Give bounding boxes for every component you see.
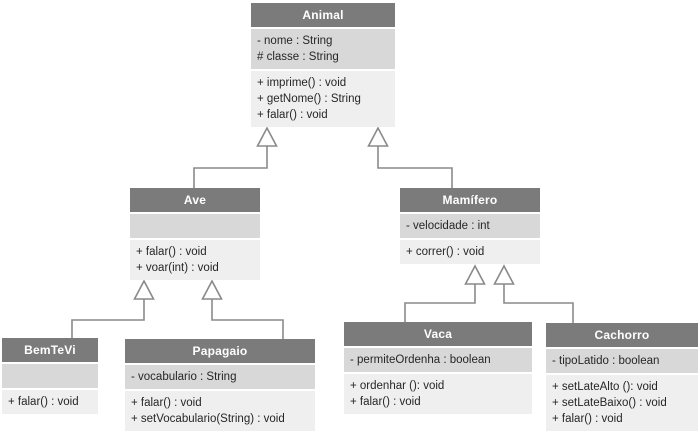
class-attributes-section <box>130 212 260 238</box>
class-box-vaca: Vaca - permiteOrdenha : boolean + ordenh… <box>344 322 532 414</box>
class-name: Animal <box>251 3 395 27</box>
generalization-arrowhead <box>201 279 223 300</box>
class-attributes-section: - velocidade : int <box>400 212 540 238</box>
class-method: + falar() : void <box>552 413 623 425</box>
class-box-bemtevi: BemTeVi + falar() : void <box>2 338 98 414</box>
generalization-arrowhead <box>464 264 486 285</box>
class-attribute: - velocidade : int <box>406 220 490 232</box>
class-method: + falar() : void <box>350 396 421 408</box>
class-method: + falar() : void <box>136 246 207 258</box>
inheritance-line-cachorro-mamifero <box>503 284 574 323</box>
class-attributes-section: - permiteOrdenha : boolean <box>344 346 532 372</box>
class-box-mamifero: Mamífero - velocidade : int + correr() :… <box>400 188 540 264</box>
class-name: Papagaio <box>125 339 315 363</box>
class-methods-section: + ordenhar (): void + falar() : void <box>344 372 532 414</box>
class-name: Ave <box>130 188 260 212</box>
class-methods-section: + correr() : void <box>400 238 540 264</box>
class-methods-section: + falar() : void + setVocabulario(String… <box>125 389 315 431</box>
class-methods-section: + setLateAlto (): void + setLateBaixo() … <box>546 373 698 431</box>
class-method: + imprime() : void <box>257 77 347 89</box>
class-attribute: - vocabulario : String <box>131 371 237 383</box>
generalization-arrowhead <box>493 264 515 285</box>
class-attributes-section: - nome : String # classe : String <box>251 27 395 69</box>
class-name: Cachorro <box>546 323 698 347</box>
class-attributes-section <box>2 362 98 388</box>
class-method: + setLateBaixo() : void <box>552 397 667 409</box>
class-box-papagaio: Papagaio - vocabulario : String + falar(… <box>125 339 315 431</box>
class-attribute: - tipoLatido : boolean <box>552 355 660 367</box>
class-method: + setLateAlto (): void <box>552 381 658 393</box>
class-methods-section: + falar() : void <box>2 388 98 414</box>
inheritance-line-vaca-mamifero <box>404 284 476 322</box>
class-method: + falar() : void <box>131 397 202 409</box>
class-methods-section: + imprime() : void + getNome() : String … <box>251 69 395 127</box>
inheritance-line-papagaio-ave <box>211 299 284 339</box>
class-name: Mamífero <box>400 188 540 212</box>
class-box-cachorro: Cachorro - tipoLatido : boolean + setLat… <box>546 323 698 431</box>
class-attribute: - nome : String <box>257 35 333 47</box>
class-method: + falar() : void <box>257 109 328 121</box>
class-attributes-section: - tipoLatido : boolean <box>546 347 698 373</box>
inheritance-line-bemtevi-ave <box>71 299 145 338</box>
class-method: + correr() : void <box>406 246 485 258</box>
class-name: Vaca <box>344 322 532 346</box>
class-method: + getNome() : String <box>257 93 361 105</box>
class-attribute: # classe : String <box>257 51 339 63</box>
class-name: BemTeVi <box>2 338 98 362</box>
generalization-arrowhead <box>367 126 389 147</box>
class-method: + falar() : void <box>8 396 79 408</box>
class-methods-section: + falar() : void + voar(int) : void <box>130 238 260 280</box>
class-method: + ordenhar (): void <box>350 380 445 392</box>
class-box-ave: Ave + falar() : void + voar(int) : void <box>130 188 260 280</box>
class-method: + voar(int) : void <box>136 262 219 274</box>
inheritance-line-mamifero-animal <box>377 145 453 188</box>
class-attributes-section: - vocabulario : String <box>125 363 315 389</box>
class-method: + setVocabulario(String) : void <box>131 413 285 425</box>
generalization-arrowhead <box>256 126 278 147</box>
class-box-animal: Animal - nome : String # classe : String… <box>251 3 395 127</box>
inheritance-line-ave-animal <box>193 145 268 188</box>
generalization-arrowhead <box>133 279 155 300</box>
class-attribute: - permiteOrdenha : boolean <box>350 354 491 366</box>
